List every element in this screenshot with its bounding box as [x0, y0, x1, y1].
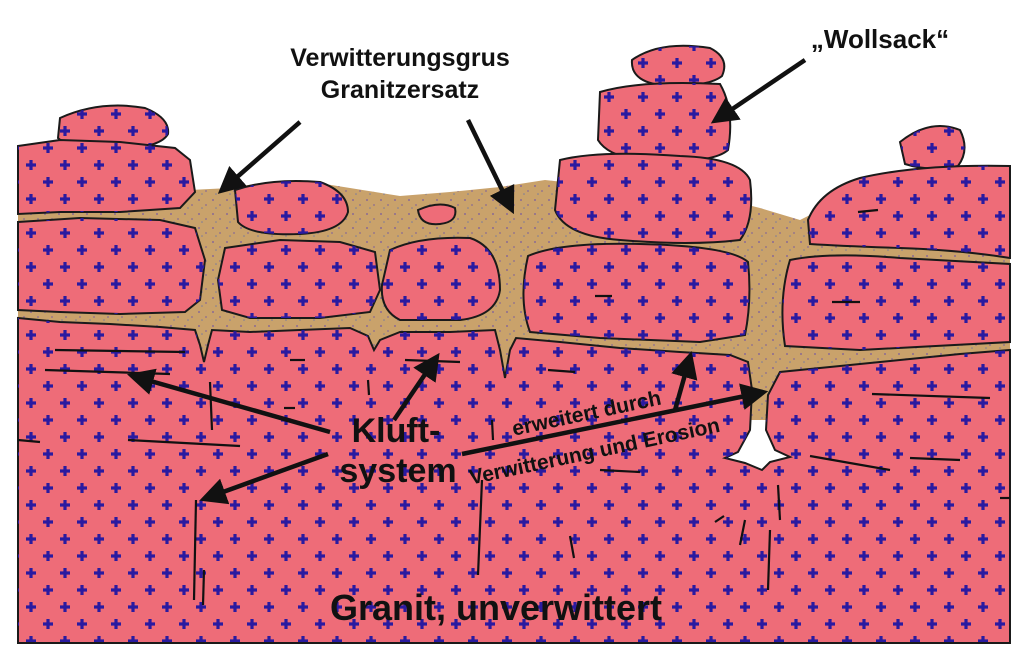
arrow-kluft-upper [127, 368, 331, 435]
joint-lines [17, 208, 1010, 606]
arrows [127, 58, 807, 505]
label-grus-line2: Granitzersatz [321, 76, 479, 104]
label-kluft-line1: Kluft- [352, 412, 441, 450]
arrow-erweitert-up [671, 351, 698, 411]
arrow-grus-right [465, 119, 515, 215]
label-granit: Granit, unverwittert [330, 587, 662, 628]
arrow-kluft-lower [199, 451, 329, 505]
bedrock-granite [17, 316, 1011, 644]
label-kluft-line2: system [339, 452, 456, 490]
arrow-erweitert-long [461, 383, 769, 457]
arrow-kluft-center [392, 352, 440, 422]
arrow-grus-left [217, 120, 302, 194]
pebble [416, 203, 457, 226]
arrow-wollsack [710, 58, 807, 124]
label-wollsack: „Wollsack“ [811, 24, 949, 54]
core-stones [17, 44, 1011, 352]
label-grus-line1: Verwitterungsgrus [290, 44, 510, 72]
